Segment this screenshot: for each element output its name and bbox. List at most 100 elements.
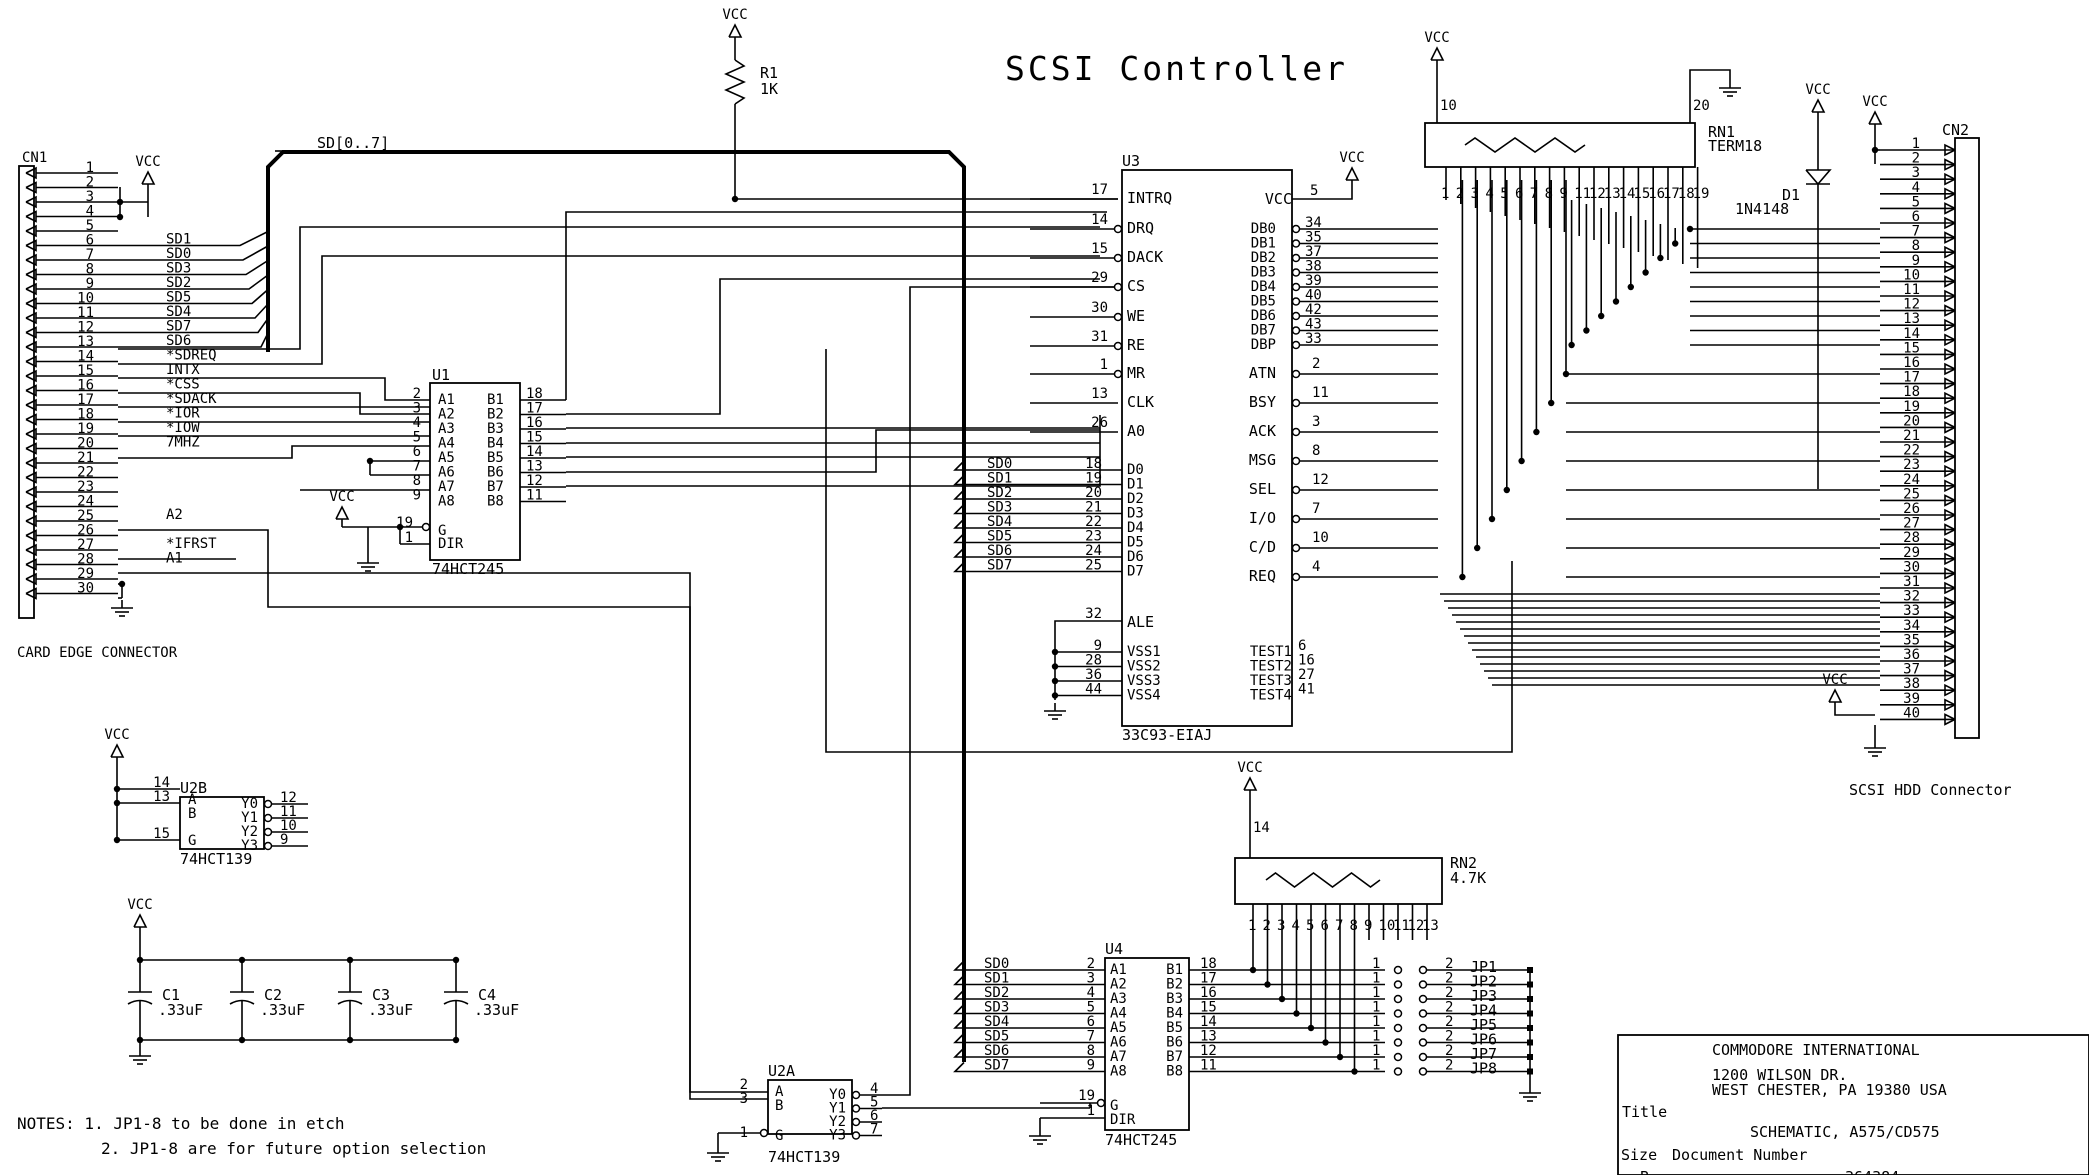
rn1-pin-number: 9 — [1559, 186, 1567, 202]
u2a-pin-number: 2 — [740, 1077, 748, 1093]
jumper-pin-number: 1 — [1372, 971, 1380, 987]
inversion-bubble — [263, 799, 273, 809]
u3-pin-number: 16 — [1298, 653, 1315, 669]
cn2-pin-icon — [1944, 596, 1956, 609]
junction-dot — [1322, 1039, 1329, 1046]
u1-pin-name: A6 — [438, 465, 455, 481]
rn2-ref: RN2 — [1450, 854, 1477, 872]
net-u2a-y0 — [882, 286, 1118, 1096]
cn2-pin-icon — [1944, 450, 1956, 463]
u3-pin-number: 43 — [1305, 317, 1322, 333]
u2a-pin-name: Y0 — [829, 1087, 846, 1103]
jumper-pad-icon — [1527, 1010, 1533, 1017]
junction-dot — [1051, 648, 1059, 656]
cn2-pin-number: 32 — [1903, 589, 1920, 605]
u3-pin-number: 30 — [1091, 300, 1108, 316]
u3-pin-number: 3 — [1312, 414, 1320, 430]
inversion-bubble — [851, 1090, 861, 1100]
cn1-pin-icon — [25, 166, 37, 180]
resistor-zigzag — [1265, 872, 1381, 888]
u3-pin-number: 13 — [1091, 386, 1108, 402]
u4-pin-name: A6 — [1110, 1035, 1127, 1051]
u4-ref: U4 — [1105, 940, 1123, 958]
cn1-pin-icon — [25, 369, 37, 383]
u4-pin-number: 1 — [1087, 1103, 1095, 1119]
cn1-pin-number: 24 — [77, 494, 94, 510]
u2a-pin-name: Y1 — [829, 1101, 846, 1117]
u3-pin-number: 14 — [1091, 212, 1108, 228]
cn1-pin-number: 4 — [86, 204, 94, 220]
rn1-pin-number: 1 — [1441, 186, 1449, 202]
cn1-pin-number: 15 — [77, 363, 94, 379]
cn1-signal-label: *IFRST — [166, 536, 217, 552]
jumper-pad-icon — [1527, 1039, 1533, 1046]
cn1-pin-icon — [25, 297, 37, 310]
bus-entry — [953, 532, 1015, 544]
net-u1-b7 — [566, 415, 1101, 487]
parts-layer — [18, 23, 2089, 1175]
vcc-arrow-icon — [728, 23, 743, 38]
cn1-pin-number: 27 — [77, 537, 94, 553]
u3-pin-number: 29 — [1091, 270, 1108, 286]
rn2-pin-number: 9 — [1364, 918, 1372, 934]
cn1-pin-icon — [25, 471, 37, 484]
u1-pin-name: A3 — [438, 421, 455, 437]
inversion-bubble — [1393, 1038, 1403, 1047]
u3-pin-number: 33 — [1305, 331, 1322, 347]
cn1-pin-number: 8 — [86, 262, 94, 278]
junction-dot — [116, 213, 124, 221]
cn2-pin-number: 7 — [1912, 224, 1920, 240]
u4-pin-number: 15 — [1200, 1000, 1217, 1016]
cap-ref: C4 — [478, 986, 496, 1004]
inversion-bubble — [1113, 312, 1123, 322]
jumper-pad-icon — [1527, 981, 1533, 988]
u3-pin-name: VCC — [1265, 190, 1292, 208]
u3-pin-name: RE — [1127, 336, 1145, 354]
cn2-pin-number: 33 — [1903, 603, 1920, 619]
cn1-pin-number: 23 — [77, 479, 94, 495]
net-u1-b2 — [566, 278, 1100, 415]
jumper-pad-icon — [1527, 1054, 1533, 1060]
vcc-arrow-icon — [1345, 166, 1360, 181]
junction-dot — [1351, 1068, 1358, 1075]
net-iow — [118, 421, 431, 443]
cn2-pin-icon — [1944, 348, 1956, 361]
jumper-pad-icon — [1527, 996, 1533, 1002]
u2b-pin-name: Y0 — [241, 796, 258, 812]
u1-pin-name: A1 — [438, 392, 455, 408]
cn2-pin-icon — [1944, 581, 1956, 595]
cn1-pin-icon — [25, 195, 37, 209]
u3-pin-name: TEST3 — [1250, 673, 1292, 689]
junction-dot — [396, 523, 404, 531]
cn1-pin-number: 14 — [77, 349, 94, 365]
cn1-pin-number: 2 — [86, 175, 94, 191]
cn1-pin-number: 11 — [77, 305, 94, 321]
u3-pin-number: 40 — [1305, 288, 1322, 304]
cn2-pin-icon — [1944, 625, 1956, 639]
rn1-pin-number: 14 — [1619, 186, 1636, 202]
u3-pin-name: VSS2 — [1127, 659, 1161, 675]
cn2-body — [1954, 137, 1980, 739]
wire-layer — [36, 37, 2089, 1175]
u3-pin-number: 11 — [1312, 385, 1329, 401]
u2a-pin-number: 3 — [740, 1091, 748, 1107]
rn2-body — [1234, 857, 1443, 905]
cn2-pin-number: 4 — [1912, 180, 1920, 196]
junction-dot — [1051, 663, 1059, 670]
u2b-pin-name: Y3 — [241, 838, 258, 854]
rn1-pin-number: 3 — [1471, 186, 1479, 202]
u1-pin-number: 19 — [396, 515, 413, 531]
u1-pin-number: 17 — [526, 401, 543, 417]
junction-dot — [1249, 966, 1257, 974]
u3-pin-number: 27 — [1298, 667, 1315, 683]
cn2-pin-number: 29 — [1903, 545, 1920, 561]
u3-pin-name: DB3 — [1251, 265, 1276, 281]
u2b-part: 74HCT139 — [180, 850, 252, 868]
inversion-bubble — [851, 1104, 861, 1113]
inversion-bubble — [1291, 268, 1301, 277]
sd-bus-entry — [118, 230, 269, 247]
cn2-pin-icon — [1944, 216, 1956, 230]
rn1-value: TERM18 — [1708, 137, 1762, 155]
cn1-pin-number: 25 — [77, 508, 94, 524]
u4-data-signal: SD3 — [984, 1000, 1009, 1016]
